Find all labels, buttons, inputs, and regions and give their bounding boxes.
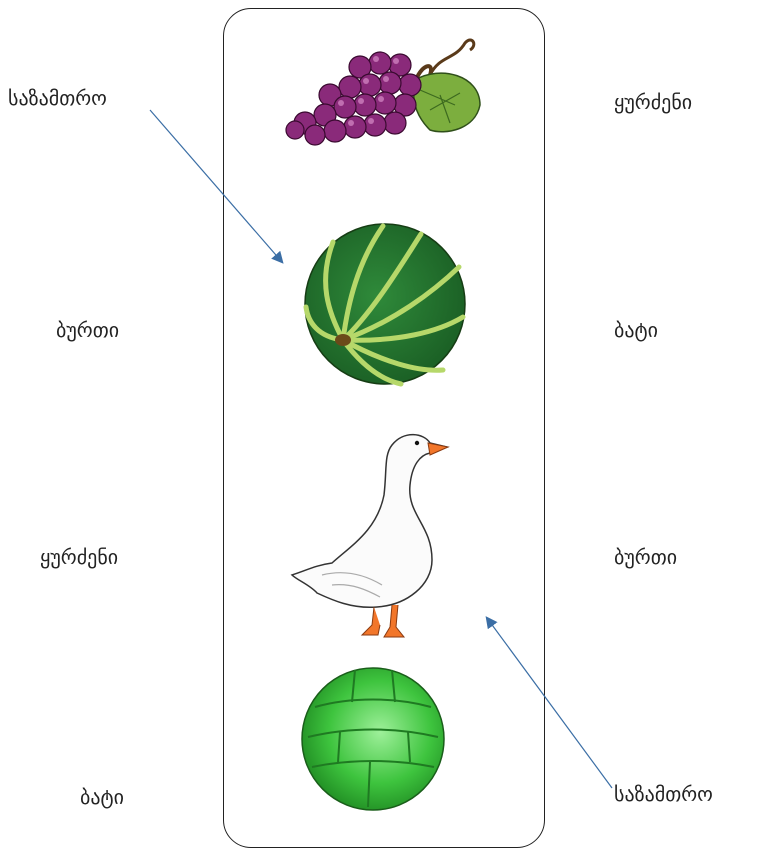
right-label-watermelon: საზამთრო: [614, 782, 713, 806]
left-label-ball: ბურთი: [56, 318, 119, 342]
left-label-grapes: ყურძენი: [40, 545, 118, 569]
left-label-watermelon: საზამთრო: [8, 86, 107, 110]
watermelon-image: [303, 222, 467, 386]
right-label-goose: ბატი: [614, 318, 658, 342]
ball-image: [300, 667, 446, 811]
left-label-goose: ბატი: [80, 785, 124, 809]
goose-image: [292, 425, 457, 645]
right-label-ball: ბურთი: [614, 545, 677, 569]
right-label-grapes: ყურძენი: [614, 90, 692, 114]
grapes-image: [280, 35, 480, 150]
